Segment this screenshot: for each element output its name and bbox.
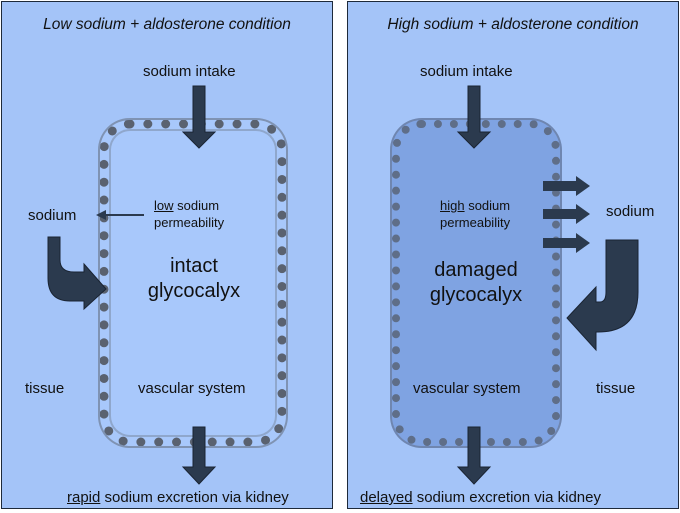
right-sodium-leak-arrow-1 — [543, 176, 590, 196]
left-sodium-intake-label: sodium intake — [143, 63, 236, 80]
right-excretion-label: delayed sodium excretion via kidney — [360, 489, 601, 506]
left-permeability-level: low — [154, 198, 174, 213]
left-excretion-speed: rapid — [67, 489, 101, 506]
left-vessel-intact-glycocalyx — [100, 120, 286, 446]
right-excretion-arrow — [456, 426, 492, 485]
right-tissue-inflow-arrow — [566, 239, 639, 352]
right-glycocalyx-label: damaged glycocalyx — [429, 259, 523, 306]
left-sodium-leak-arrow — [96, 210, 144, 220]
right-permeability-text: high sodium permeability — [440, 198, 511, 230]
left-sodium-label: sodium — [28, 207, 77, 224]
left-tissue-label: tissue — [25, 380, 65, 397]
left-permeability-text: low sodium permeability — [154, 198, 225, 230]
left-excretion-arrow — [181, 426, 217, 485]
right-permeability-level: high — [440, 198, 465, 213]
left-intake-arrow — [181, 85, 217, 149]
left-glycocalyx-label: intact glycocalyx — [147, 255, 241, 302]
left-panel-title: Low sodium + aldosterone condition — [43, 16, 291, 33]
right-sodium-intake-label: sodium intake — [420, 63, 513, 80]
left-arrows — [47, 85, 217, 485]
right-tissue-label: tissue — [596, 380, 636, 397]
right-panel-title: High sodium + aldosterone condition — [387, 16, 639, 33]
right-arrows — [456, 85, 639, 485]
right-sodium-label: sodium — [606, 203, 655, 220]
left-panel: Low sodium + aldosterone condition sodiu… — [1, 1, 333, 509]
right-sodium-leak-arrow-3 — [543, 233, 590, 253]
right-panel: High sodium + aldosterone condition sodi… — [347, 1, 679, 509]
right-intake-arrow — [456, 85, 492, 149]
right-excretion-speed: delayed — [360, 489, 413, 506]
left-tissue-inflow-arrow — [47, 236, 107, 311]
left-vascular-system-label: vascular system — [138, 380, 246, 397]
right-sodium-leak-arrow-2 — [543, 204, 590, 224]
left-excretion-label: rapid sodium excretion via kidney — [67, 489, 289, 506]
right-vascular-system-label: vascular system — [413, 380, 521, 397]
